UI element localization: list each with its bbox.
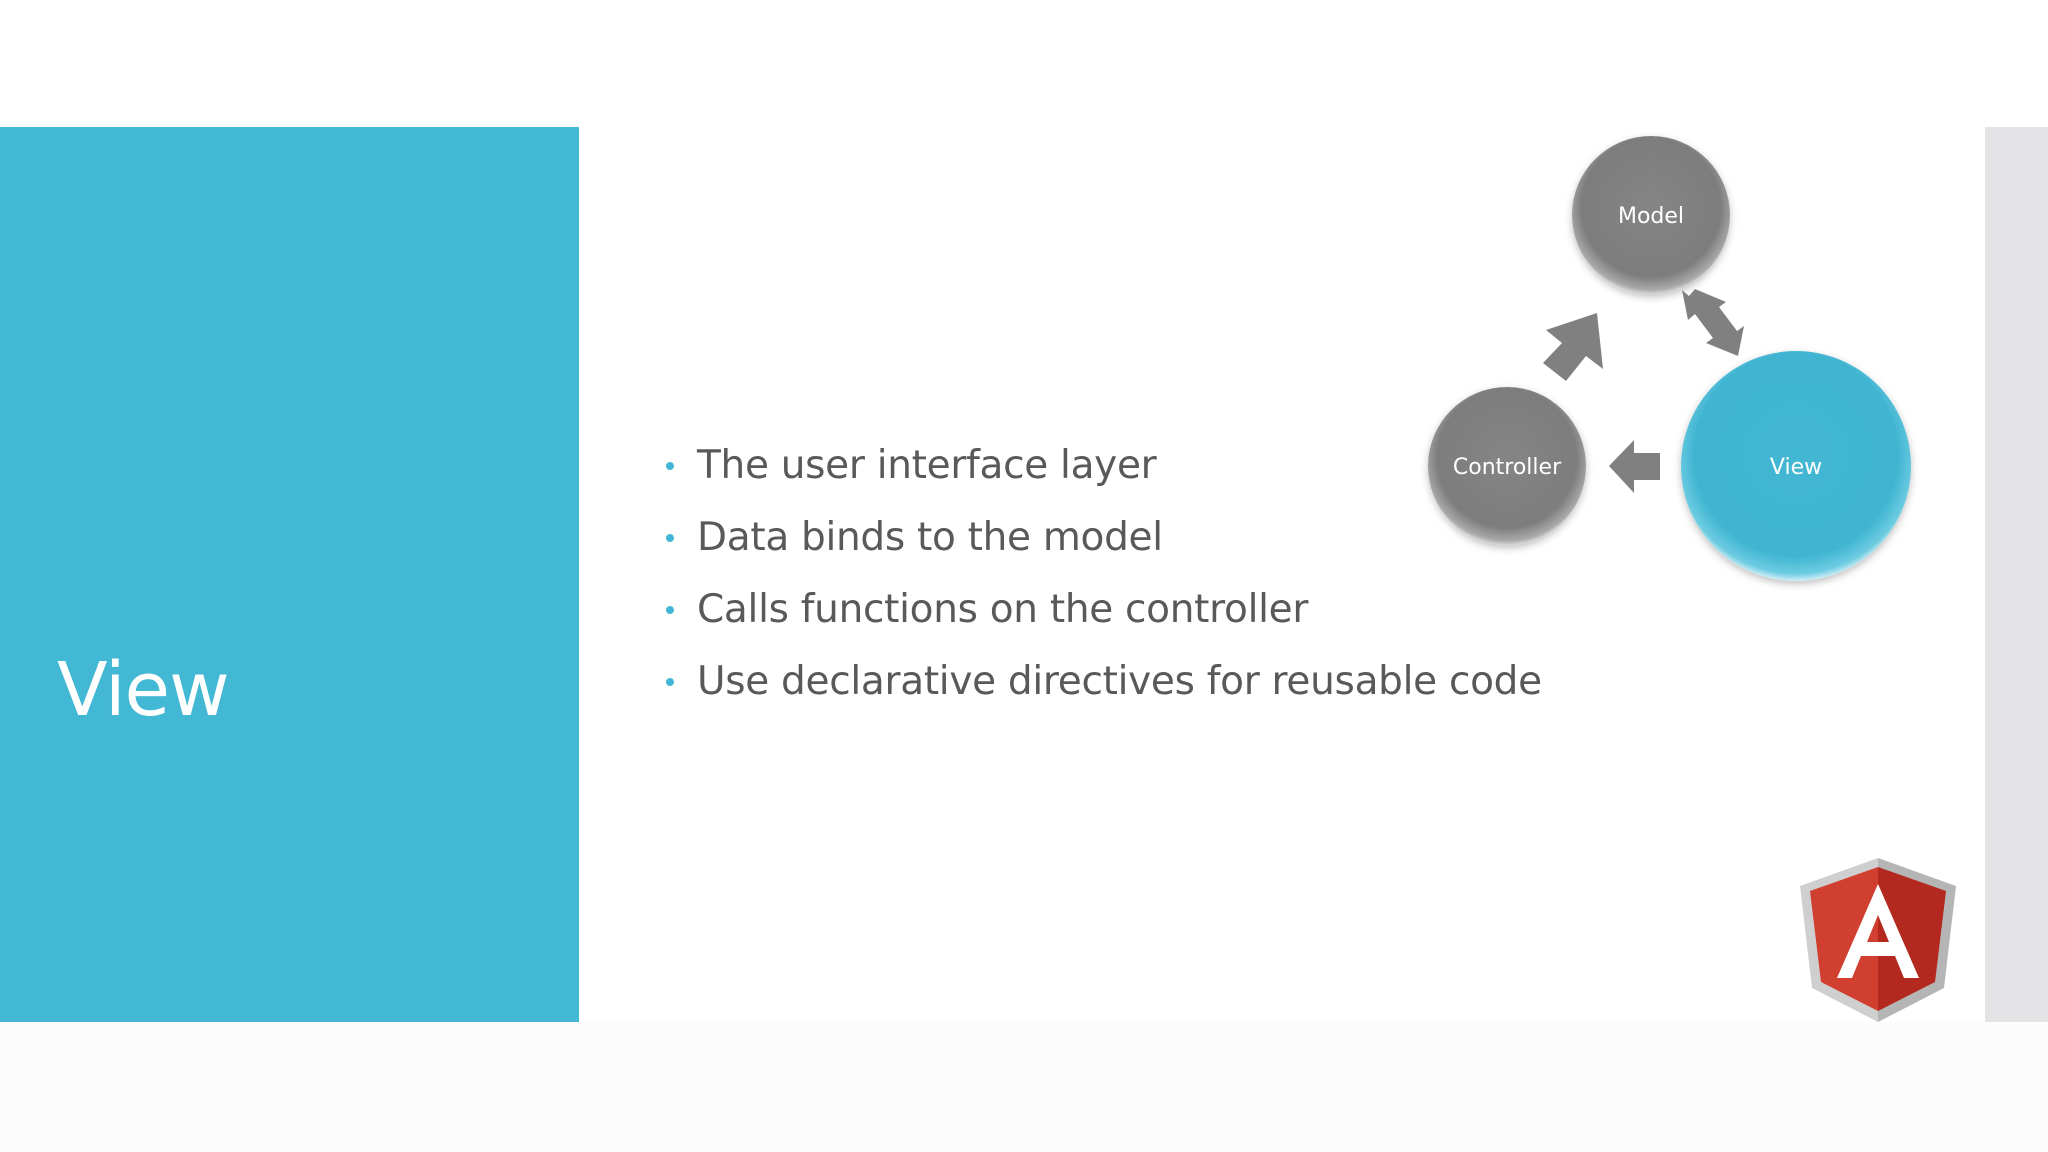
angular-logo: A [1800,858,1956,1022]
arrow-left-icon [1609,440,1660,493]
double-arrow-icon [1682,289,1744,356]
model-node: Model [1572,136,1730,294]
bullet-item: The user interface layer [666,436,1542,508]
slide-title: View [57,647,230,733]
bullet-item: Calls functions on the controller [666,580,1542,652]
slide-bottom-band [0,1022,2048,1152]
arrow-up-right-icon [1543,313,1603,381]
bullet-dot-icon [666,534,674,542]
bullet-dot-icon [666,606,674,614]
controller-node-circle [1428,387,1586,545]
view-node: View [1681,351,1911,581]
bullet-text: Calls functions on the controller [697,587,1309,632]
view-node-label: View [1770,455,1822,480]
bullet-dot-icon [666,678,674,686]
model-node-label: Model [1618,204,1684,229]
bullet-text: Data binds to the model [697,515,1163,560]
bullet-list: The user interface layer Data binds to t… [666,436,1542,724]
view-node-circle [1681,351,1911,581]
bullet-text: Use declarative directives for reusable … [697,659,1542,704]
model-node-circle [1572,136,1730,294]
bullet-dot-icon [666,462,674,470]
controller-node: Controller [1428,387,1586,545]
right-edge-bar [1985,127,2048,1022]
mvc-cycle-diagram: Model Controller View [1428,136,1911,581]
bullet-item: Data binds to the model [666,508,1542,580]
bullet-text: The user interface layer [697,443,1157,488]
controller-node-label: Controller [1453,455,1562,480]
title-panel: View [0,127,579,1022]
bullet-item: Use declarative directives for reusable … [666,652,1542,724]
